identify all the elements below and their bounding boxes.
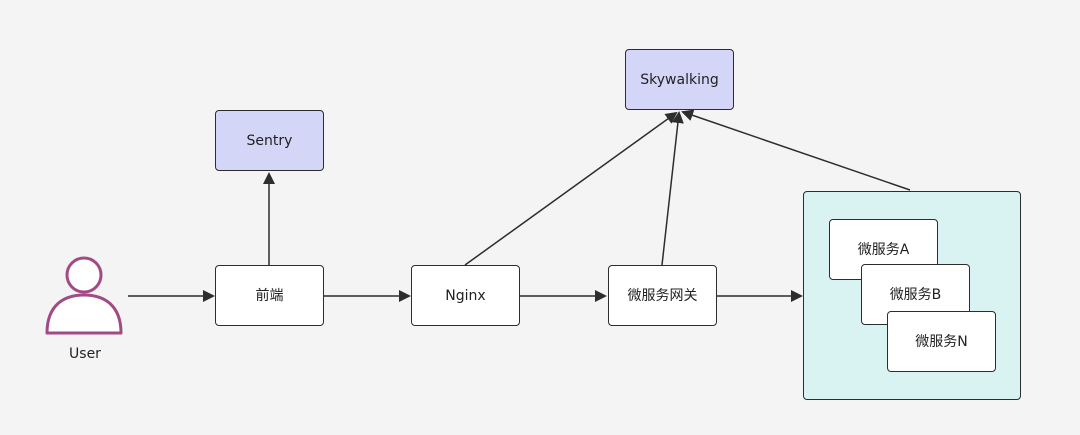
- skywalking-node: Skywalking: [625, 49, 734, 110]
- service-a-label: 微服务A: [857, 241, 910, 258]
- nginx-label: Nginx: [445, 287, 486, 304]
- user-actor: [42, 256, 126, 338]
- sentry-node: Sentry: [215, 110, 324, 171]
- service-n-label: 微服务N: [915, 333, 968, 350]
- frontend-label: 前端: [255, 287, 284, 304]
- service-n-node: 微服务N: [887, 311, 996, 372]
- skywalking-label: Skywalking: [640, 71, 719, 88]
- gateway-node: 微服务网关: [608, 265, 717, 326]
- gateway-label: 微服务网关: [627, 287, 698, 304]
- edge-gateway-to-skywalking: [661, 111, 684, 266]
- sentry-label: Sentry: [246, 132, 293, 149]
- nginx-node: Nginx: [411, 265, 520, 326]
- service-a-node: 微服务A: [829, 219, 938, 280]
- user-label: User: [69, 346, 101, 362]
- user-icon: [45, 256, 123, 335]
- frontend-node: 前端: [215, 265, 324, 326]
- edge-nginx-to-skywalking: [464, 111, 678, 266]
- edge-service-group-to-skywalking: [681, 109, 911, 191]
- service-b-label: 微服务B: [889, 286, 942, 303]
